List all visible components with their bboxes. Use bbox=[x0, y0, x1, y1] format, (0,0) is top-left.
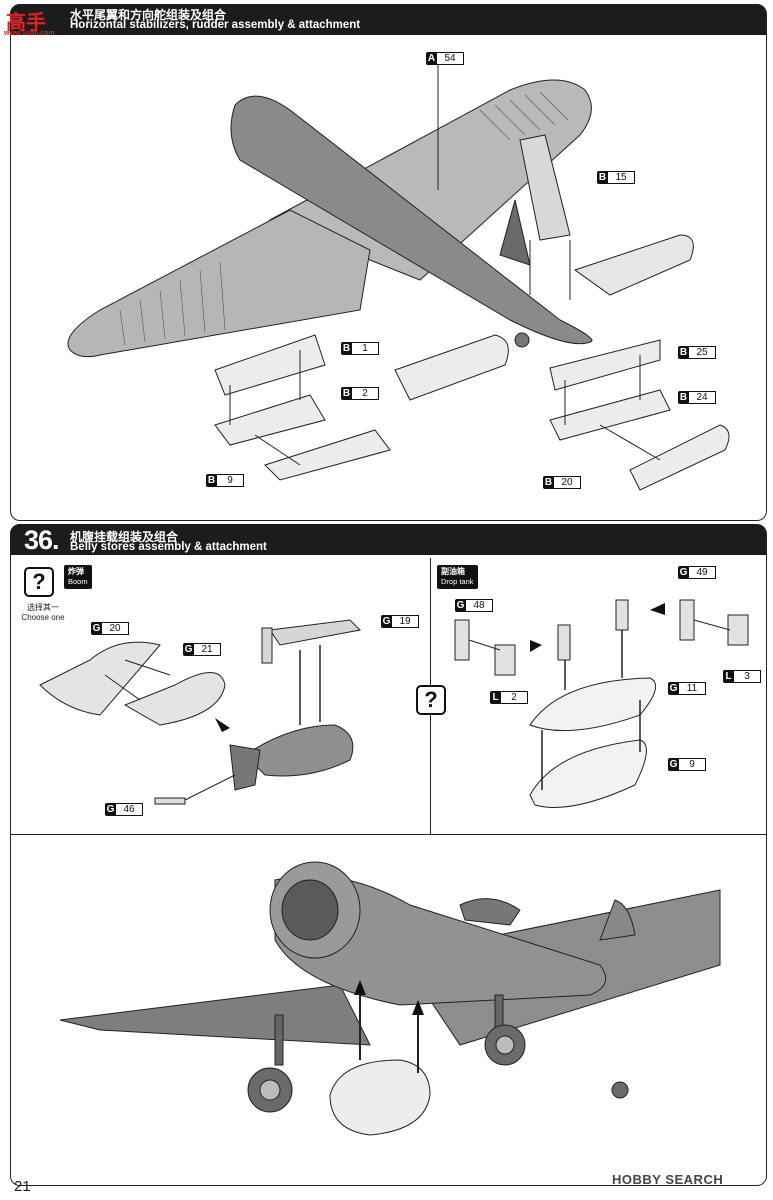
choose-one-icon: ? bbox=[24, 567, 54, 597]
step-36-title-cn: 机腹挂载组装及组合 bbox=[70, 530, 179, 544]
aircraft-belly-illustration bbox=[59, 861, 721, 1136]
step-36-number: 36. bbox=[24, 525, 60, 555]
bomb-assembly-illustration bbox=[39, 619, 362, 805]
drop-tank-assembly-illustration bbox=[454, 599, 749, 808]
step-35-title-en: Horizontal stabilizers, rudder assembly … bbox=[70, 19, 361, 31]
choose-one-icon-2: ? bbox=[416, 685, 446, 715]
corsair-underside-illustration bbox=[67, 64, 730, 491]
watermark-logo: 高手 bbox=[6, 6, 66, 34]
source-watermark: HOBBY SEARCH bbox=[612, 1172, 724, 1187]
watermark-url: www.5sbn.com bbox=[4, 30, 55, 37]
section-divider bbox=[11, 834, 766, 835]
watermark-logo-text: 高手 bbox=[6, 10, 46, 34]
step-36-header bbox=[10, 524, 766, 555]
step-35-header bbox=[10, 4, 766, 35]
step-35-title-cn: 水平尾翼和方向舵组装及组合 bbox=[70, 8, 227, 22]
page-number: 21 bbox=[14, 1178, 31, 1195]
step-36-title-en: Belly stores assembly & attachment bbox=[70, 541, 267, 553]
